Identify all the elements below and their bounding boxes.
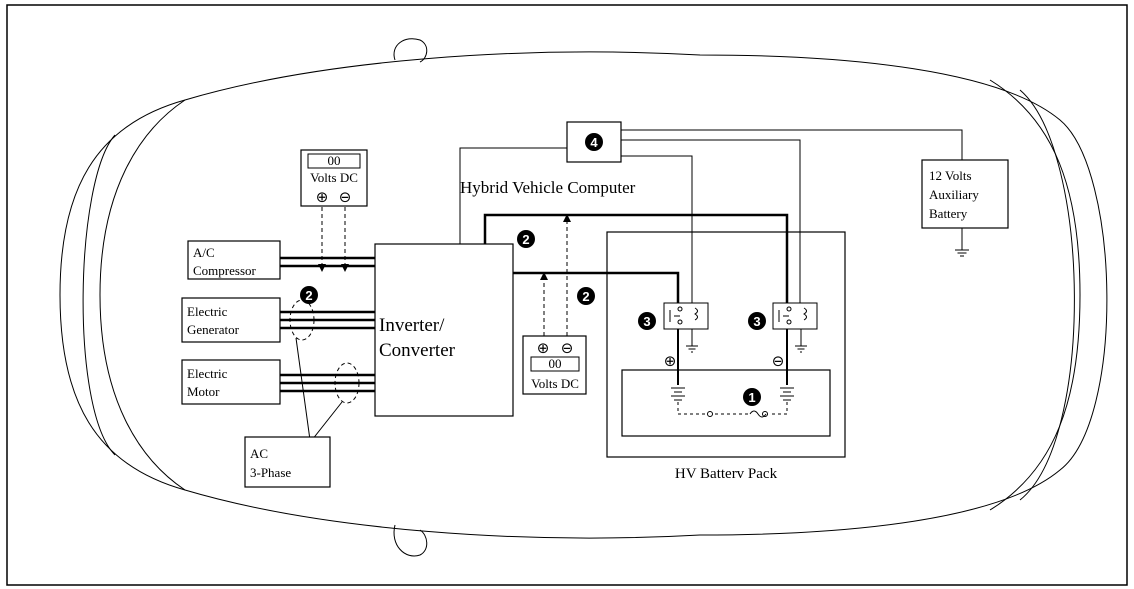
motor-phase-marker (334, 362, 360, 404)
hv-battery-pack-label: HV Batterv Pack (675, 466, 778, 482)
relay-positive (663, 302, 709, 353)
callout-2-voltmeter: 2 (577, 287, 595, 305)
callout-1: 1 (743, 388, 761, 406)
control-lines (459, 129, 963, 305)
voltmeter-bottom: ⊕ ⊖ 00 Volts DC (522, 214, 587, 395)
svg-text:2: 2 (305, 288, 312, 303)
voltmeter-top-reading: 00 (328, 153, 341, 168)
svg-text:3: 3 (753, 314, 760, 329)
callout-3-positive-relay: 3 (638, 312, 656, 330)
svg-text:3: 3 (643, 314, 650, 329)
svg-text:1: 1 (748, 390, 755, 405)
voltmeter-top-minus: ⊖ (339, 188, 352, 206)
auxiliary-battery-box: 12 Volts Auxiliary Battery (921, 159, 1009, 257)
voltmeter-bottom-unit: Volts DC (531, 376, 579, 391)
battery-positive-symbol: ⊕ (664, 352, 677, 370)
electric-generator-box: Electric Generator (181, 297, 281, 343)
voltmeter-bottom-plus: ⊕ (537, 339, 550, 357)
electric-motor-label-1: Electric (187, 366, 228, 381)
electric-generator-label-2: Generator (187, 322, 240, 337)
voltmeter-top-unit: Volts DC (310, 170, 358, 185)
relay-negative (772, 302, 818, 353)
generator-phase-marker (289, 299, 315, 341)
svg-text:2: 2 (522, 232, 529, 247)
voltmeter-top: 00 Volts DC ⊕ ⊖ (300, 149, 368, 272)
inverter-converter-box: Inverter/ Converter (374, 243, 514, 417)
svg-text:2: 2 (582, 289, 589, 304)
ac-3phase-label-1: AC (250, 446, 268, 461)
aux-battery-label-2: Auxiliary (929, 187, 979, 202)
aux-battery-label-1: 12 Volts (929, 168, 972, 183)
callout-2-generator: 2 (300, 286, 318, 304)
ac-compressor-label-1: A/C (193, 245, 215, 260)
electric-motor-label-2: Motor (187, 384, 220, 399)
inverter-label-1: Inverter/ (379, 315, 445, 336)
inverter-label-2: Converter (379, 340, 456, 361)
car-outline (59, 38, 1108, 557)
callout-3-negative-relay: 3 (748, 312, 766, 330)
aux-battery-label-3: Battery (929, 206, 968, 221)
electric-motor-box: Electric Motor (181, 359, 281, 405)
svg-text:4: 4 (590, 135, 598, 150)
hv-battery-pack: HV Batterv Pack ⊕ ⊖ (606, 231, 846, 482)
voltmeter-bottom-minus: ⊖ (561, 339, 574, 357)
three-phase-lines (280, 256, 375, 393)
ac-3phase-callout: AC 3-Phase (244, 337, 343, 488)
voltmeter-bottom-reading: 00 (549, 356, 562, 371)
callout-4: 4 (585, 133, 603, 151)
hybrid-computer-label: Hybrid Vehicle Computer (460, 178, 636, 197)
hybrid-vehicle-computer: Hybrid Vehicle Computer (460, 121, 636, 197)
voltmeter-top-plus: ⊕ (316, 188, 329, 206)
ac-compressor-box: A/C Compressor (187, 240, 281, 280)
electric-generator-label-1: Electric (187, 304, 228, 319)
ac-compressor-label-2: Compressor (193, 263, 257, 278)
ac-3phase-label-2: 3-Phase (250, 465, 291, 480)
frame (6, 4, 1128, 586)
battery-negative-symbol: ⊖ (772, 352, 785, 370)
hv-bus-lines (483, 213, 789, 305)
callout-2-hv-bus: 2 (517, 230, 535, 248)
